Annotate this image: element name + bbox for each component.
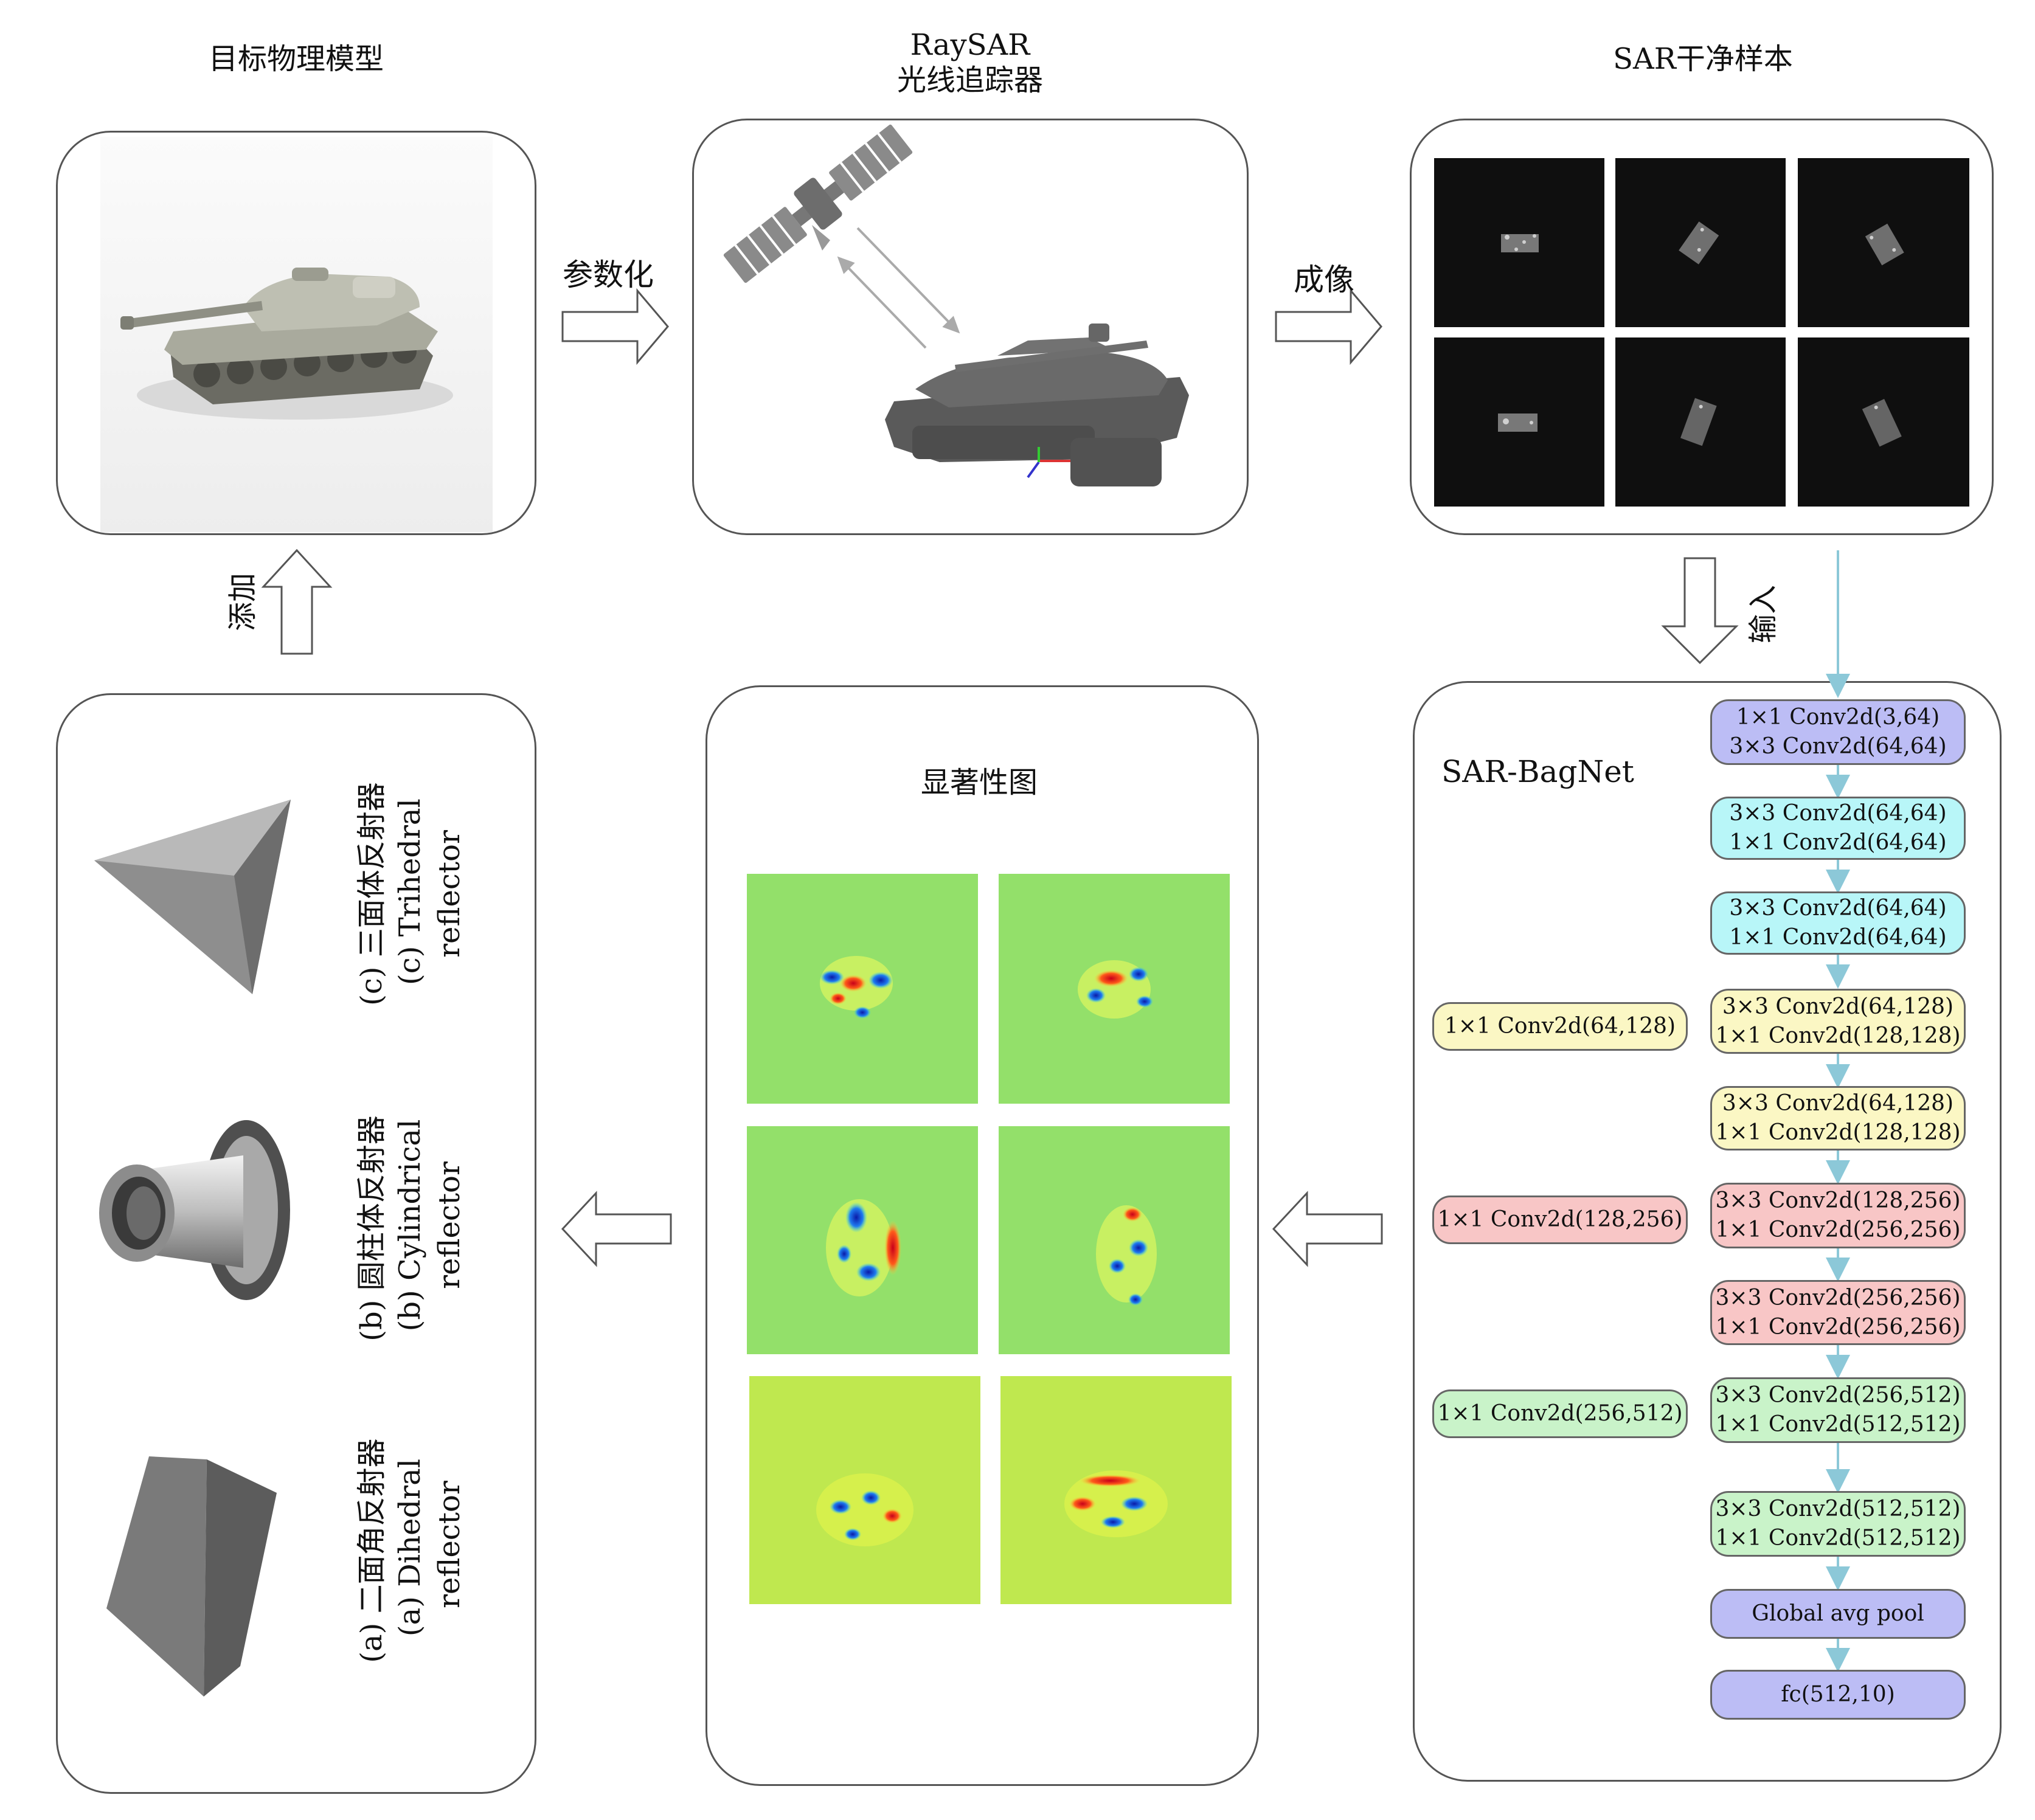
sar-sample-1 (1434, 158, 1604, 327)
cylindrical-label-zh: (b) 圆柱体反射器 (355, 1115, 389, 1341)
tank-3d-model (885, 324, 1189, 486)
net-block-8: 3×3 Conv2d(256,512) 1×1 Conv2d(512,512) (1710, 1377, 1966, 1443)
process-arrows (261, 288, 1739, 1267)
saliency-map-5 (749, 1376, 980, 1604)
title-saliency: 显著性图 (920, 766, 1038, 800)
title-sar-clean: SAR干净样本 (1613, 42, 1793, 76)
net-block-4: 3×3 Conv2d(64,128) 1×1 Conv2d(128,128) (1710, 989, 1966, 1054)
title-raysar-line1: RaySAR (910, 28, 1030, 62)
shortcut-block-128: 1×1 Conv2d(64,128) (1432, 1002, 1688, 1051)
net-block-line: 3×3 Conv2d(64,64) (1729, 734, 1947, 759)
net-block-line: 1×1 Conv2d(512,512) (1715, 1412, 1961, 1437)
net-block-line: 3×3 Conv2d(64,128) (1722, 1091, 1954, 1116)
net-block-line: 1×1 Conv2d(3,64) (1736, 705, 1940, 730)
saliency-map-3 (747, 1126, 978, 1354)
sar-sample-6 (1798, 337, 1969, 507)
trihedral-label-zh: (c) 三面体反射器 (355, 782, 389, 1006)
arrow-input (1661, 557, 1739, 665)
net-block-line: 3×3 Conv2d(256,256) (1715, 1285, 1961, 1310)
net-block-6: 3×3 Conv2d(128,256) 1×1 Conv2d(256,256) (1710, 1183, 1966, 1248)
net-block-line: 3×3 Conv2d(64,128) (1722, 994, 1954, 1019)
satellite-graphic (723, 124, 913, 283)
label-parameterize: 参数化 (563, 257, 654, 292)
sar-sample-4 (1434, 337, 1604, 507)
dihedral-label-zh: (a) 二面角反射器 (355, 1438, 389, 1663)
label-input: 输入 (1746, 585, 1780, 644)
net-block-line: 1×1 Conv2d(64,64) (1729, 830, 1947, 855)
sar-sample-2 (1615, 158, 1786, 327)
sar-sample-3 (1798, 158, 1969, 327)
net-block-line: 1×1 Conv2d(512,512) (1715, 1526, 1961, 1551)
saliency-map-1 (747, 874, 978, 1104)
radar-beams (837, 227, 960, 349)
net-block-line: 1×1 Conv2d(128,128) (1715, 1023, 1961, 1048)
label-add: 添加 (226, 573, 260, 632)
net-block-5: 3×3 Conv2d(64,128) 1×1 Conv2d(128,128) (1710, 1086, 1966, 1150)
net-block-fc: fc(512,10) (1710, 1670, 1966, 1720)
arrow-parameterize (561, 288, 669, 365)
arrow-left-1 (561, 1191, 672, 1267)
dihedral-label-en2: reflector (432, 1481, 466, 1608)
dihedral-label-en: (a) Dihedral (393, 1458, 427, 1637)
net-block-3: 3×3 Conv2d(64,64) 1×1 Conv2d(64,64) (1710, 891, 1966, 955)
arrow-imaging (1275, 288, 1382, 365)
net-block-7: 3×3 Conv2d(256,256) 1×1 Conv2d(256,256) (1710, 1280, 1966, 1345)
cylindrical-reflector (99, 1120, 290, 1300)
net-block-line: Global avg pool (1752, 1601, 1924, 1626)
arrow-left-2 (1272, 1191, 1383, 1267)
shortcut-label: 1×1 Conv2d(256,512) (1437, 1401, 1683, 1426)
shortcut-label: 1×1 Conv2d(64,128) (1444, 1014, 1676, 1039)
tank-photo (100, 137, 493, 532)
net-block-line: 3×3 Conv2d(256,512) (1715, 1383, 1961, 1408)
net-block-line: fc(512,10) (1781, 1682, 1895, 1707)
cylindrical-label-en2: reflector (432, 1161, 466, 1289)
net-block-9: 3×3 Conv2d(512,512) 1×1 Conv2d(512,512) (1710, 1491, 1966, 1557)
net-block-global-pool: Global avg pool (1710, 1589, 1966, 1639)
arrow-add (261, 548, 333, 655)
trihedral-label-en: (c) Trihedral (393, 798, 427, 985)
dihedral-reflector (106, 1456, 277, 1697)
label-imaging: 成像 (1294, 262, 1354, 297)
net-block-line: 1×1 Conv2d(256,256) (1715, 1217, 1961, 1242)
sar-sample-5 (1615, 337, 1786, 507)
net-block-1: 1×1 Conv2d(3,64) 3×3 Conv2d(64,64) (1710, 699, 1966, 765)
title-raysar-line2: 光线追踪器 (896, 63, 1043, 97)
shortcut-label: 1×1 Conv2d(128,256) (1437, 1207, 1683, 1232)
shortcut-block-256: 1×1 Conv2d(128,256) (1432, 1195, 1688, 1244)
saliency-map-2 (999, 874, 1230, 1104)
shortcut-block-512: 1×1 Conv2d(256,512) (1432, 1389, 1688, 1438)
net-block-line: 1×1 Conv2d(128,128) (1715, 1120, 1961, 1145)
net-block-2: 3×3 Conv2d(64,64) 1×1 Conv2d(64,64) (1710, 797, 1966, 860)
trihedral-label-en2: reflector (432, 830, 466, 958)
net-block-line: 1×1 Conv2d(64,64) (1729, 925, 1947, 950)
net-block-line: 3×3 Conv2d(64,64) (1729, 896, 1947, 921)
cylindrical-label-en: (b) Cylindrical (393, 1119, 427, 1332)
net-block-line: 3×3 Conv2d(128,256) (1715, 1188, 1961, 1213)
network-name: SAR-BagNet (1441, 754, 1634, 789)
net-block-line: 3×3 Conv2d(64,64) (1729, 801, 1947, 826)
title-target-model: 目标物理模型 (208, 42, 384, 76)
net-block-line: 3×3 Conv2d(512,512) (1715, 1496, 1961, 1521)
saliency-map-6 (1000, 1376, 1232, 1604)
net-block-line: 1×1 Conv2d(256,256) (1715, 1314, 1961, 1340)
trihedral-reflector (94, 800, 291, 994)
saliency-map-4 (999, 1126, 1230, 1354)
